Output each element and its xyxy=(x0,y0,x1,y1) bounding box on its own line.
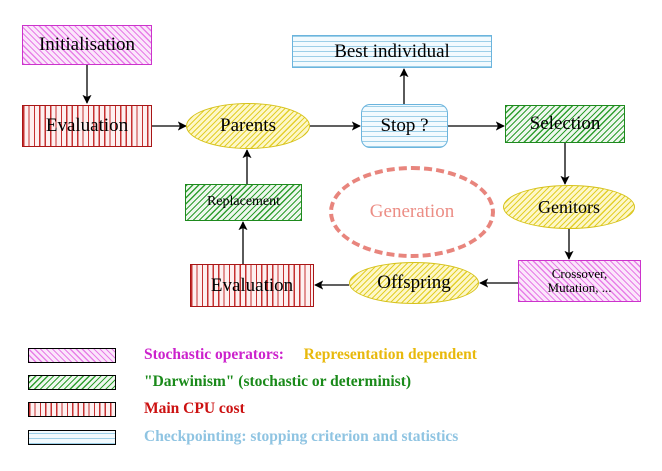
node-generation-label: Generation xyxy=(369,201,455,223)
node-stop-label: Stop ? xyxy=(380,115,429,137)
node-stop[interactable]: Stop ? xyxy=(361,104,448,148)
legend: Stochastic operators: Representation dep… xyxy=(0,338,662,458)
node-crossover-mutation-label-line1: Crossover, xyxy=(551,266,608,282)
legend-label-representation-dependent: Representation dependent xyxy=(303,346,477,363)
node-offspring-label: Offspring xyxy=(377,272,451,294)
legend-row-main-cpu-cost: Main CPU cost xyxy=(28,398,245,420)
node-genitors[interactable]: Genitors xyxy=(503,185,635,229)
node-initialisation[interactable]: Initialisation xyxy=(22,25,152,65)
node-offspring[interactable]: Offspring xyxy=(349,262,479,304)
legend-swatch-magenta-diagonal-hatch xyxy=(28,347,116,363)
node-selection[interactable]: Selection xyxy=(505,105,625,143)
legend-row-stochastic-operators: Stochastic operators: Representation dep… xyxy=(28,344,477,366)
node-generation: Generation xyxy=(329,166,495,258)
legend-swatch-blue-horizontal-stripes xyxy=(28,429,116,445)
node-evaluation-top[interactable]: Evaluation xyxy=(22,105,152,147)
legend-swatch-green-diagonal-hatch xyxy=(28,374,116,390)
legend-label-darwinism: "Darwinism" (stochastic or determinist) xyxy=(144,373,412,390)
node-selection-label: Selection xyxy=(529,113,601,135)
node-initialisation-label: Initialisation xyxy=(38,34,136,56)
node-evaluation-bottom-label: Evaluation xyxy=(210,274,294,296)
legend-row-checkpointing: Checkpointing: stopping criterion and st… xyxy=(28,426,458,448)
legend-label-checkpointing: Checkpointing: stopping criterion and st… xyxy=(144,428,459,445)
legend-label-main-cpu-cost: Main CPU cost xyxy=(144,400,245,417)
node-evaluation-top-label: Evaluation xyxy=(45,115,129,137)
legend-swatch-red-vertical-stripes xyxy=(28,401,116,417)
node-parents-label: Parents xyxy=(220,115,276,137)
legend-row-darwinism: "Darwinism" (stochastic or determinist) xyxy=(28,371,411,393)
node-genitors-label: Genitors xyxy=(538,196,600,217)
node-evaluation-bottom[interactable]: Evaluation xyxy=(190,264,314,307)
node-replacement-label: Replacement xyxy=(206,194,281,210)
node-crossover-mutation[interactable]: Crossover, Mutation, ... xyxy=(518,260,641,302)
node-best-individual-label: Best individual xyxy=(334,40,450,62)
node-crossover-mutation-label-line2: Mutation, ... xyxy=(547,280,612,295)
node-parents[interactable]: Parents xyxy=(186,103,310,149)
node-best-individual[interactable]: Best individual xyxy=(292,35,492,68)
node-replacement[interactable]: Replacement xyxy=(185,184,302,221)
legend-label-stochastic-operators: Stochastic operators: xyxy=(144,346,284,363)
